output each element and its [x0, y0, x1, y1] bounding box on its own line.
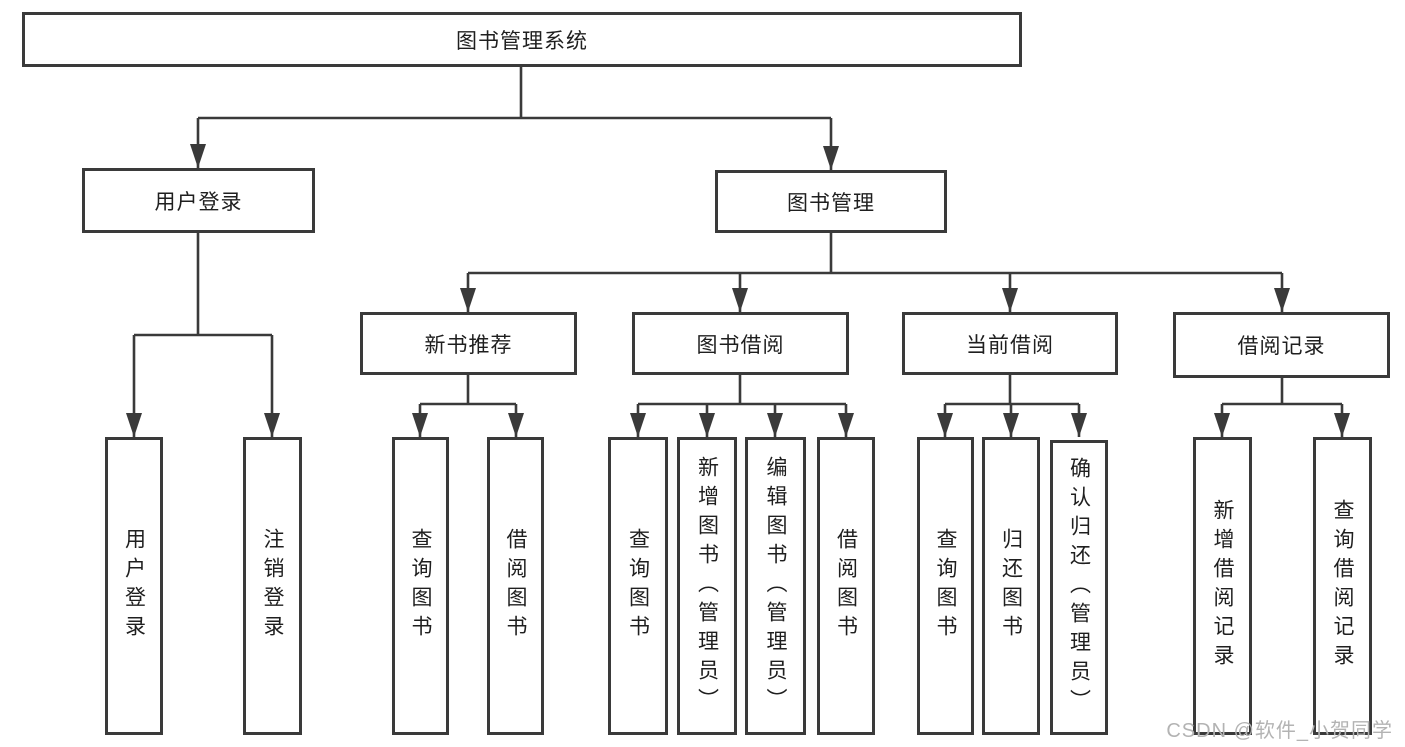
node-book-mgmt: 图书管理: [715, 170, 947, 233]
node-root: 图书管理系统: [22, 12, 1022, 67]
leaf-add-borrow-record: 新增借阅记录: [1193, 437, 1252, 735]
leaf-add-books-admin: 新增图书（管理员）: [677, 437, 737, 735]
edge-current-borrow: [943, 375, 1081, 437]
node-current-borrow: 当前借阅: [902, 312, 1118, 375]
leaf-query-books-current: 查询图书: [917, 437, 974, 735]
leaf-query-books-recommend: 查询图书: [392, 437, 449, 735]
edge-user-login: [132, 233, 274, 437]
leaf-query-borrow-record: 查询借阅记录: [1313, 437, 1372, 735]
leaf-logout: 注销登录: [243, 437, 302, 735]
edge-new-books: [418, 375, 518, 437]
node-user-login: 用户登录: [82, 168, 315, 233]
leaf-confirm-return-admin: 确认归还（管理员）: [1050, 440, 1108, 735]
edge-book-borrow: [636, 375, 848, 437]
leaf-borrow-books: 借阅图书: [817, 437, 875, 735]
edge-root: [196, 67, 833, 170]
edge-borrow-records: [1220, 378, 1344, 437]
leaf-return-books: 归还图书: [982, 437, 1040, 735]
leaf-borrow-books-recommend: 借阅图书: [487, 437, 544, 735]
node-new-books: 新书推荐: [360, 312, 577, 375]
leaf-query-books-borrow: 查询图书: [608, 437, 668, 735]
node-book-borrow: 图书借阅: [632, 312, 849, 375]
leaf-edit-books-admin: 编辑图书（管理员）: [745, 437, 806, 735]
leaf-user-login: 用户登录: [105, 437, 163, 735]
node-borrow-records: 借阅记录: [1173, 312, 1390, 378]
edge-book-mgmt: [466, 233, 1284, 312]
csdn-watermark: CSDN @软件_小贺同学: [1166, 720, 1393, 742]
